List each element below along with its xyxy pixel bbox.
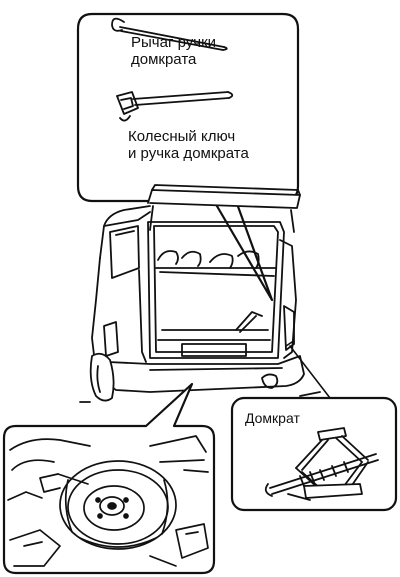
van-rear-icon xyxy=(79,184,321,403)
wheel-wrench-icon xyxy=(116,91,234,122)
spare-tire-icon xyxy=(7,435,209,567)
wheel-wrench-label-line-1: Колесный ключ xyxy=(128,128,236,145)
jack-lever-icon xyxy=(111,17,228,51)
wheel-wrench-label-line-2: и ручка домкрата xyxy=(128,145,249,162)
tools-callout xyxy=(76,12,300,302)
jack-label: Домкрат xyxy=(245,410,300,426)
jack-lever-label-line-1: Рычаг ручки xyxy=(131,34,217,51)
scissor-jack-icon xyxy=(264,427,379,501)
jack-lever-label-line-2: домкрата xyxy=(131,51,197,68)
jack-pointer-line xyxy=(285,341,331,399)
jack-lever-label: Рычаг ручки домкрата xyxy=(131,34,216,68)
wheel-wrench-label: Колесный ключ и ручка домкрата xyxy=(128,128,249,162)
